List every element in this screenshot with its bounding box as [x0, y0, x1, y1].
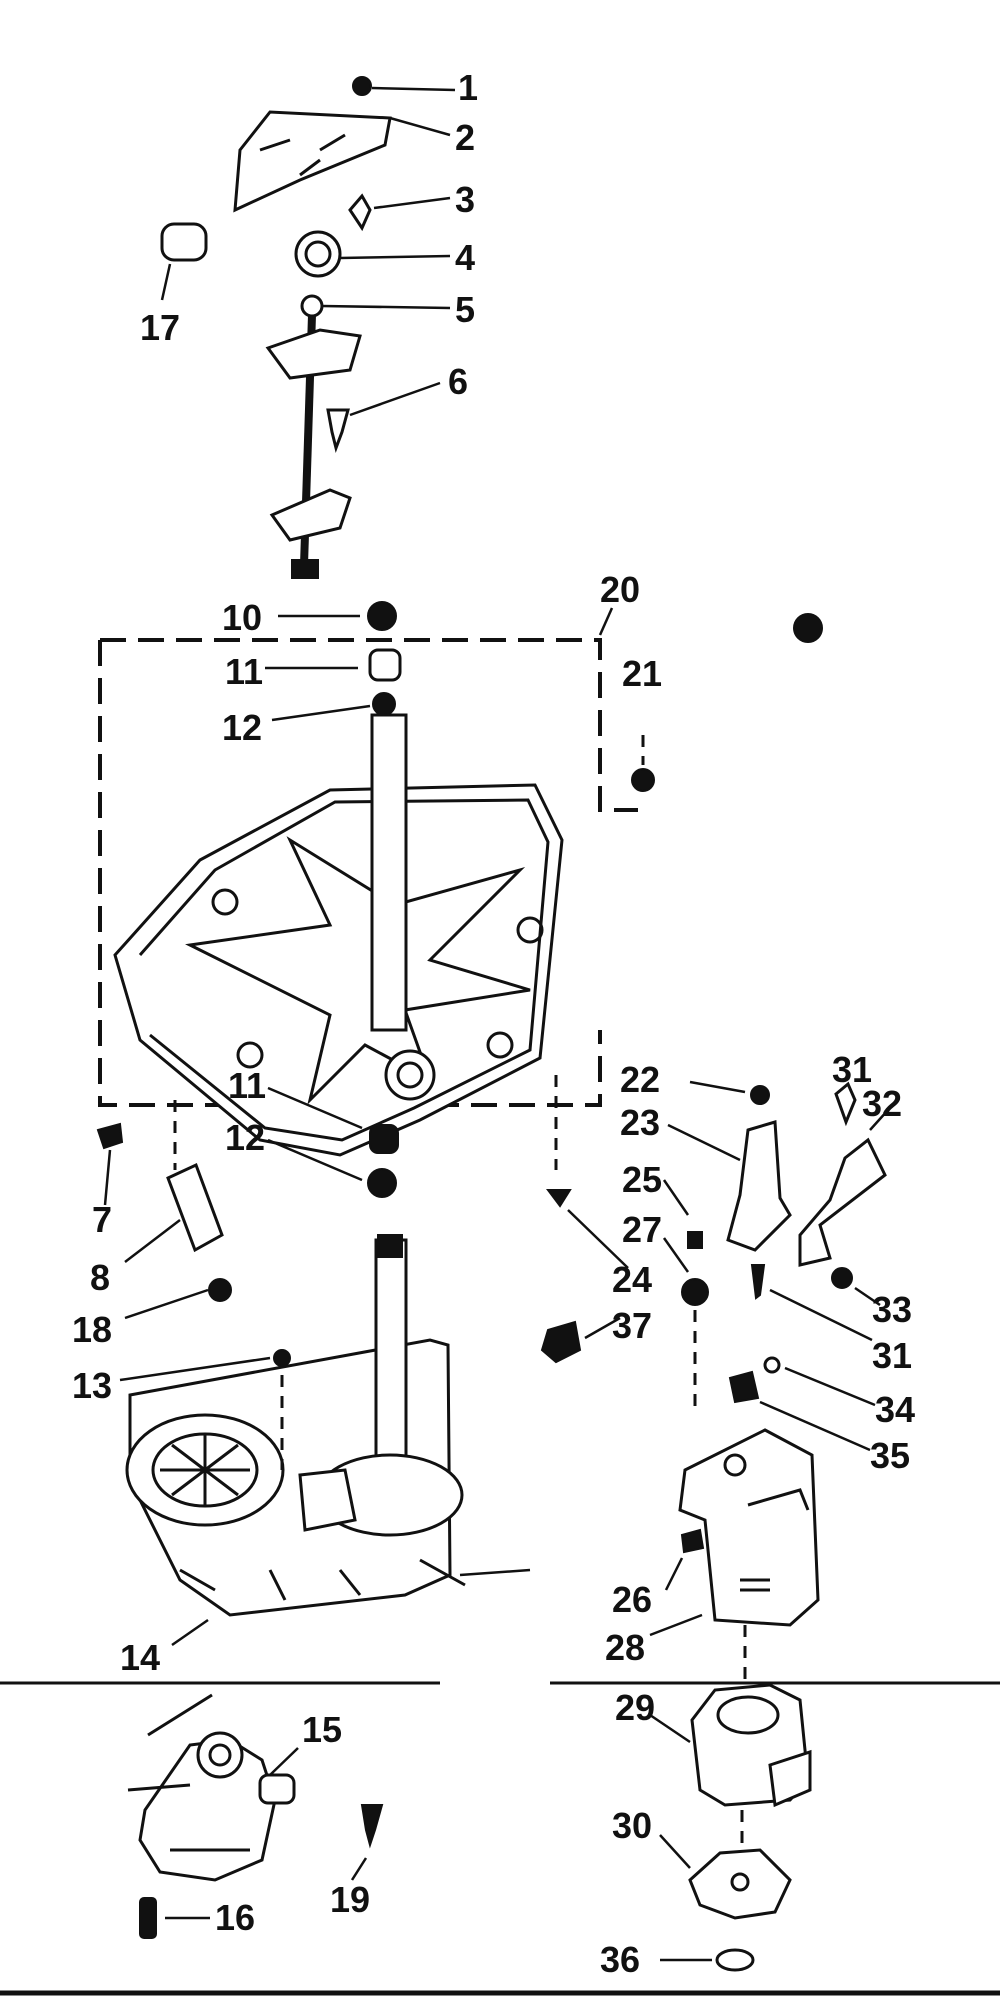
part-11-bearing-bottom	[369, 1124, 399, 1154]
part-22-nut	[750, 1085, 770, 1105]
label-29: 29	[615, 1687, 655, 1728]
stray-dot	[793, 613, 823, 643]
motor-assembly	[649, 1356, 876, 1972]
part-4-ring	[294, 230, 342, 278]
label-17: 17	[140, 307, 180, 348]
label-8: 8	[90, 1257, 110, 1298]
label-27: 27	[622, 1209, 662, 1250]
part-17-plug	[160, 222, 208, 262]
housing-leaders	[265, 607, 614, 1182]
part-24-screw	[546, 1189, 572, 1208]
part-36-washer	[715, 1948, 755, 1972]
part-27-nut	[681, 1278, 709, 1306]
label-32: 32	[862, 1083, 902, 1124]
label-23: 23	[620, 1102, 660, 1143]
part-7-screw	[96, 1122, 124, 1150]
label-31-bottom: 31	[872, 1335, 912, 1376]
pump-assembly	[127, 1693, 384, 1939]
label-12-bottom: 12	[225, 1117, 265, 1158]
label-31-top: 31	[832, 1049, 872, 1090]
part-25-clip	[687, 1231, 703, 1249]
part-21-nut	[631, 768, 655, 792]
label-36: 36	[600, 1939, 640, 1980]
label-11-bottom: 11	[228, 1065, 266, 1106]
label-4: 4	[455, 237, 475, 278]
part-32-bracket	[798, 1137, 887, 1267]
top-leaders	[160, 86, 456, 417]
label-2: 2	[455, 117, 475, 158]
part-34-clip	[763, 1356, 781, 1374]
part-35-nut	[728, 1370, 760, 1404]
label-25: 25	[622, 1159, 662, 1200]
part-31-pin-top	[834, 1081, 857, 1127]
gearcase-body	[128, 1338, 452, 1617]
label-35: 35	[870, 1435, 910, 1476]
label-28: 28	[605, 1627, 645, 1668]
part-11-bearing-top	[368, 648, 402, 682]
label-13: 13	[72, 1365, 112, 1406]
right-bracket-parts	[540, 1080, 889, 1410]
label-33: 33	[872, 1289, 912, 1330]
gearcase-assembly	[119, 1234, 531, 1647]
label-21: 21	[622, 653, 662, 694]
part-6-screw	[326, 408, 350, 454]
label-18: 18	[72, 1309, 112, 1350]
part-1-bolt-head	[352, 76, 372, 96]
part-28-motor-mount	[678, 1428, 820, 1627]
callout-labels: 1 2 3 4 5 6 17 10 20 11 12 21 11 12 7 8 …	[72, 67, 915, 1980]
part-30-fan	[688, 1848, 792, 1920]
part-31-pin-bottom	[750, 1264, 766, 1300]
part-12-seal-top	[372, 692, 396, 716]
part-3-pin	[348, 193, 372, 232]
label-16: 16	[215, 1897, 255, 1938]
gearcase-shaft	[374, 1238, 408, 1492]
part-16-screw	[139, 1897, 157, 1939]
housing-shaft	[370, 713, 408, 1032]
part-12-seal-bottom	[367, 1168, 397, 1198]
part-2-bracket	[233, 110, 392, 213]
agitator-star	[185, 836, 531, 1105]
label-7: 7	[92, 1199, 112, 1240]
part-5-washer	[300, 294, 324, 318]
part-13-screw	[273, 1349, 291, 1367]
label-26: 26	[612, 1579, 652, 1620]
label-15: 15	[302, 1709, 342, 1750]
label-10: 10	[222, 597, 262, 638]
label-30: 30	[612, 1805, 652, 1846]
label-24: 24	[612, 1259, 652, 1300]
part-33-nut	[831, 1267, 853, 1289]
label-37: 37	[612, 1305, 652, 1346]
part-10-nut	[367, 601, 397, 631]
label-3: 3	[455, 179, 475, 220]
label-22: 22	[620, 1059, 660, 1100]
label-34: 34	[875, 1389, 915, 1430]
label-6: 6	[448, 361, 468, 402]
part-8-clip	[166, 1162, 224, 1253]
part-18-nut	[208, 1278, 232, 1302]
left-bracket-parts	[96, 1122, 232, 1320]
transmission-housing	[98, 601, 655, 1198]
label-11-top: 11	[225, 651, 263, 692]
label-12-top: 12	[222, 707, 262, 748]
top-bracket-assembly	[160, 76, 392, 579]
label-14: 14	[120, 1637, 160, 1678]
label-1: 1	[458, 67, 478, 108]
label-19: 19	[330, 1879, 370, 1920]
label-5: 5	[455, 289, 475, 330]
part-23-bracket	[726, 1120, 792, 1252]
part-37-cap	[540, 1320, 582, 1364]
part-19-screw	[360, 1804, 384, 1849]
part-26-clip	[680, 1528, 705, 1554]
label-20: 20	[600, 569, 640, 610]
